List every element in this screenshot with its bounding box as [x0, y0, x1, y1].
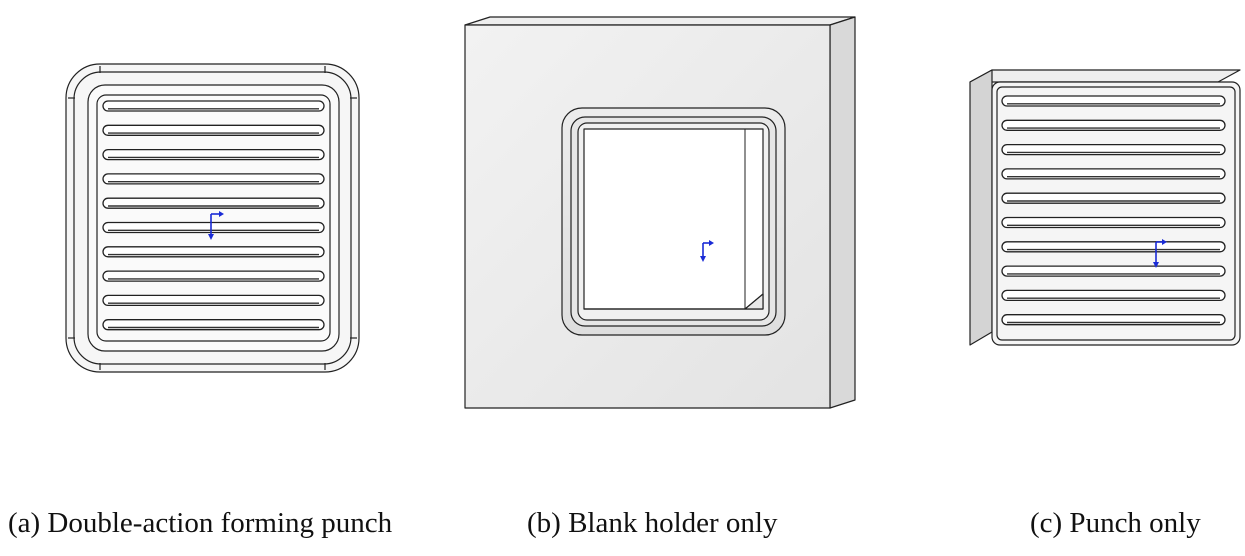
- slot: [1001, 143, 1226, 156]
- slot: [1001, 265, 1226, 277]
- caption-c: (c) Punch only: [1030, 507, 1201, 539]
- part-b-blank-holder: [464, 16, 856, 409]
- part-a-slots: [102, 100, 325, 331]
- part-a-rim-inner-edge: [73, 71, 352, 365]
- part-c-top-face: [969, 69, 1241, 83]
- slot: [1001, 314, 1226, 326]
- part-b-right-face: [829, 16, 856, 409]
- part-b-axis-triad: [700, 240, 714, 262]
- part-c-side-face: [969, 69, 993, 346]
- part-b-window-wall-edge: [744, 293, 764, 310]
- slot: [102, 148, 325, 161]
- part-b-top-face: [464, 16, 856, 26]
- part-c-slots: [1001, 95, 1226, 326]
- part-a-double-action-punch: [65, 63, 360, 373]
- part-a-axis-triad: [208, 211, 224, 240]
- slot: [102, 270, 325, 282]
- slot: [102, 319, 325, 331]
- caption-b: (b) Blank holder only: [527, 507, 778, 539]
- part-c-punch: [969, 69, 1241, 346]
- part-b-window-opening: [583, 128, 764, 310]
- part-c-front-face-inner: [996, 86, 1236, 341]
- part-c-axis-triad: [1153, 239, 1167, 268]
- part-a-punch-face-inner: [96, 94, 331, 342]
- caption-a: (a) Double-action forming punch: [8, 507, 393, 539]
